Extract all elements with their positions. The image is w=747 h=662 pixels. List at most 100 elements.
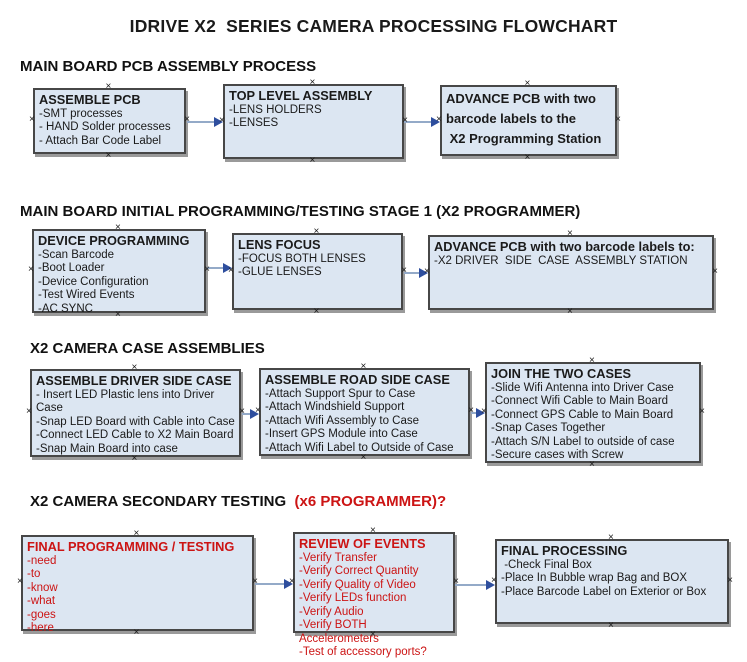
box-item: -Snap Cases Together bbox=[491, 422, 606, 435]
arrow-head-icon bbox=[486, 580, 495, 590]
box-title: JOIN THE TWO CASES bbox=[491, 366, 632, 381]
box-item: -Verify Transfer bbox=[299, 551, 377, 564]
connection-handle-icon: × bbox=[360, 452, 367, 463]
connection-handle-icon: × bbox=[184, 114, 190, 125]
box-title: FINAL PROCESSING bbox=[501, 543, 628, 558]
connection-handle-icon: × bbox=[402, 114, 408, 126]
box-item: -Attach Wifi Label to Outside of Case bbox=[265, 441, 454, 454]
connector-arrow bbox=[207, 263, 232, 273]
box-item: -X2 DRIVER SIDE CASE ASSEMBLY STATION bbox=[434, 254, 688, 267]
box-item: -Snap LED Board with Cable into Case bbox=[36, 415, 235, 428]
arrow-line bbox=[471, 412, 479, 414]
connection-handle-icon: × bbox=[370, 525, 376, 536]
box-item: -LENSES bbox=[229, 117, 279, 130]
connection-handle-icon: × bbox=[289, 575, 295, 587]
connection-handle-icon: × bbox=[699, 405, 705, 417]
connector-arrow bbox=[404, 268, 428, 278]
box-title: TOP LEVEL ASSEMBLY bbox=[229, 88, 373, 103]
connection-handle-icon: × bbox=[481, 405, 487, 417]
connection-handle-icon: × bbox=[228, 264, 234, 276]
arrow-head-icon bbox=[431, 117, 440, 127]
connection-handle-icon: × bbox=[115, 309, 121, 320]
box-item: -FOCUS BOTH LENSES bbox=[238, 252, 366, 265]
box-item: -Verify LEDs function bbox=[299, 592, 407, 605]
box-item: -here bbox=[27, 622, 54, 635]
connection-handle-icon: × bbox=[309, 155, 316, 166]
connection-handle-icon: × bbox=[131, 453, 138, 464]
connection-handle-icon: × bbox=[727, 574, 733, 586]
connection-handle-icon: × bbox=[360, 361, 367, 372]
box-item: -Boot Loader bbox=[38, 262, 105, 275]
connection-handle-icon: × bbox=[524, 78, 531, 89]
arrow-line bbox=[404, 272, 422, 274]
box-title: FINAL PROGRAMMING / TESTING bbox=[27, 539, 235, 554]
section-header-initial-programming: MAIN BOARD INITIAL PROGRAMMING/TESTING S… bbox=[20, 203, 580, 220]
connector-arrow bbox=[455, 580, 495, 590]
box-title: ASSEMBLE PCB bbox=[39, 92, 141, 107]
box-title: ASSEMBLE ROAD SIDE CASE bbox=[265, 372, 450, 387]
arrow-head-icon bbox=[284, 579, 293, 589]
box-item: -LENS HOLDERS bbox=[229, 103, 322, 116]
connection-handle-icon: × bbox=[17, 576, 23, 587]
box-title: REVIEW OF EVENTS bbox=[299, 536, 426, 551]
connector-arrow bbox=[187, 117, 223, 127]
connection-handle-icon: × bbox=[567, 228, 573, 239]
section-header-case-assemblies: X2 CAMERA CASE ASSEMBLIES bbox=[30, 340, 265, 357]
arrow-line bbox=[455, 584, 489, 586]
box-item: -Test of accessory ports? bbox=[299, 646, 427, 659]
connection-handle-icon: × bbox=[29, 114, 35, 125]
box-title: ADVANCE PCB with two barcode labels to t… bbox=[446, 91, 602, 147]
connection-handle-icon: × bbox=[252, 576, 258, 587]
box-item: -GLUE LENSES bbox=[238, 266, 322, 279]
box-item: - HAND Solder processes bbox=[39, 121, 171, 134]
connector-arrow bbox=[242, 409, 259, 419]
box-item: -Attach Windshield Support bbox=[265, 401, 405, 414]
box-item: -Scan Barcode bbox=[38, 248, 115, 261]
box-lens-focus: × × × × LENS FOCUS -FOCUS BOTH LENSES -G… bbox=[228, 227, 407, 317]
box-review-of-events: × × × × REVIEW OF EVENTS -Verify Transfe… bbox=[289, 526, 459, 659]
connection-handle-icon: × bbox=[115, 222, 121, 233]
connection-handle-icon: × bbox=[491, 574, 497, 586]
box-item: -need bbox=[27, 554, 57, 567]
connection-handle-icon: × bbox=[567, 306, 573, 317]
connection-handle-icon: × bbox=[105, 150, 112, 161]
connection-handle-icon: × bbox=[26, 406, 32, 417]
connection-handle-icon: × bbox=[239, 406, 245, 417]
connector-arrow bbox=[255, 579, 293, 589]
connection-handle-icon: × bbox=[453, 575, 459, 587]
connection-handle-icon: × bbox=[436, 113, 442, 125]
box-top-level-assembly: × × × × TOP LEVEL ASSEMBLY -LENS HOLDERS… bbox=[219, 78, 408, 166]
section-header-text: X2 CAMERA CASE ASSEMBLIES bbox=[30, 340, 265, 357]
connection-handle-icon: × bbox=[608, 620, 614, 631]
box-item: -Snap Main Board into case bbox=[36, 442, 178, 455]
arrow-line bbox=[255, 583, 287, 585]
box-item: -Verify Quality of Video bbox=[299, 578, 416, 591]
connection-handle-icon: × bbox=[313, 226, 320, 237]
box-item: -Connect LED Cable to X2 Main Board bbox=[36, 429, 234, 442]
box-final-processing: × × × × FINAL PROCESSING -Check Final Bo… bbox=[491, 533, 733, 631]
connection-handle-icon: × bbox=[524, 152, 531, 163]
box-item: -Verify BOTH Accelerometers bbox=[299, 619, 379, 645]
box-title: LENS FOCUS bbox=[238, 237, 321, 252]
arrow-head-icon bbox=[476, 408, 485, 418]
box-advance-pcb-driver-side: × × × × ADVANCE PCB with two barcode lab… bbox=[424, 229, 718, 317]
section-header-secondary-testing: X2 CAMERA SECONDARY TESTING (x6 PROGRAMM… bbox=[30, 493, 446, 510]
box-item: -Attach Support Spur to Case bbox=[265, 387, 416, 400]
box-item: -what bbox=[27, 595, 56, 608]
connection-handle-icon: × bbox=[401, 264, 407, 276]
box-title: ASSEMBLE DRIVER SIDE CASE bbox=[36, 373, 232, 388]
connection-handle-icon: × bbox=[105, 81, 112, 92]
arrow-line bbox=[207, 267, 226, 269]
section-header-text: X2 CAMERA SECONDARY TESTING bbox=[30, 493, 291, 510]
box-device-programming: × × × × DEVICE PROGRAMMING -Scan Barcode… bbox=[28, 223, 210, 320]
box-item: -goes bbox=[27, 608, 56, 621]
connection-handle-icon: × bbox=[28, 264, 34, 275]
connection-handle-icon: × bbox=[204, 264, 210, 275]
box-item: -Verify Audio bbox=[299, 605, 364, 618]
page-title: IDRIVE X2 SERIES CAMERA PROCESSING FLOWC… bbox=[129, 16, 618, 36]
box-item: -know bbox=[27, 581, 58, 594]
box-final-programming-testing: × × × × FINAL PROGRAMMING / TESTING -nee… bbox=[17, 529, 258, 638]
box-item: -AC SYNC bbox=[38, 302, 93, 315]
connector-arrow bbox=[404, 117, 440, 127]
connection-handle-icon: × bbox=[370, 629, 376, 640]
